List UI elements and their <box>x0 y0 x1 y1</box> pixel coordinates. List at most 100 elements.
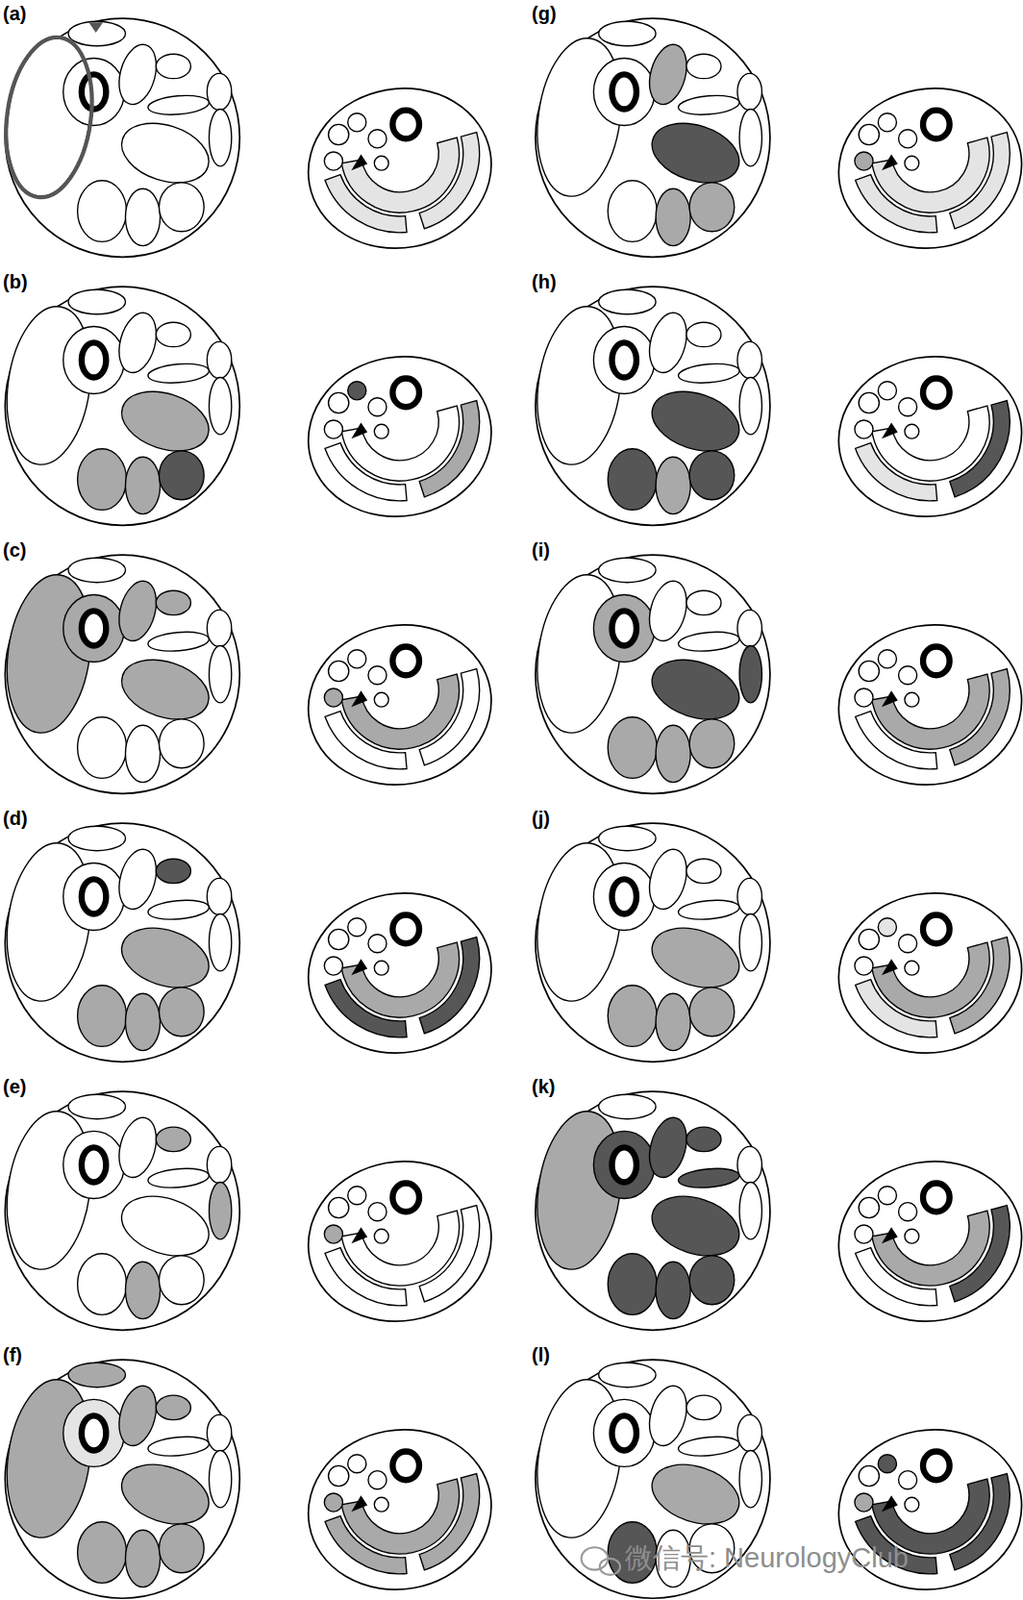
muscle-shape <box>324 1516 407 1574</box>
muscle-shape <box>949 669 1010 766</box>
muscle-shape <box>328 1465 350 1486</box>
muscle-shape <box>206 1414 231 1451</box>
muscle-shape <box>599 1558 621 1575</box>
tibia-bone <box>923 378 950 408</box>
tibia-bone <box>923 110 950 140</box>
muscle-shape <box>737 341 762 378</box>
panel-label: (e) <box>2 1076 26 1097</box>
tibia-bone <box>392 647 420 676</box>
muscle-shape <box>68 289 125 314</box>
skin-outline <box>825 610 1023 799</box>
calf-section <box>825 1147 1023 1336</box>
muscle-shape <box>855 1247 938 1306</box>
muscle-shape <box>155 53 191 78</box>
muscle-shape <box>328 1197 350 1218</box>
muscle-shape <box>147 1434 210 1459</box>
panel-label: (a) <box>2 3 26 24</box>
muscle-shape <box>904 155 920 171</box>
thigh-section <box>527 554 771 794</box>
muscle-shape <box>328 660 350 681</box>
muscle-shape <box>677 1166 741 1191</box>
femur-bone <box>611 878 636 914</box>
muscle-shape <box>877 113 897 132</box>
muscle-shape <box>898 1202 918 1222</box>
muscle-shape <box>368 666 387 685</box>
muscle-shape <box>324 711 407 770</box>
thigh-section <box>0 554 240 794</box>
fibula-bone <box>354 693 366 704</box>
muscle-shape <box>147 629 210 654</box>
calf-section <box>295 1415 504 1600</box>
muscle-shape <box>208 109 231 167</box>
muscle-shape <box>147 361 210 386</box>
muscle-shape <box>158 450 204 500</box>
femur-bone <box>611 1147 636 1182</box>
fibula-bone <box>354 424 366 436</box>
skin-outline <box>825 74 1023 263</box>
outline-mark <box>0 31 102 203</box>
muscle-shape <box>155 322 191 347</box>
muscle-shape <box>949 937 1010 1034</box>
muscle-shape <box>877 381 897 400</box>
skin-outline <box>825 878 1023 1068</box>
muscle-shape <box>158 719 204 769</box>
muscle-shape <box>898 1471 918 1490</box>
muscle-shape <box>737 609 762 647</box>
muscle-shape <box>593 594 655 662</box>
skin-outline <box>825 1415 1023 1600</box>
muscle-shape <box>77 717 127 779</box>
muscle-shape <box>898 398 918 417</box>
panel-label: (j) <box>531 808 550 828</box>
femur-bone <box>81 878 106 914</box>
muscle-shape <box>206 877 231 915</box>
panel-label: (g) <box>531 3 557 24</box>
muscle-shape <box>598 557 656 582</box>
muscle-shape <box>737 73 762 110</box>
muscle-shape <box>124 993 160 1050</box>
muscle-shape <box>677 629 741 654</box>
muscle-shape <box>368 934 387 953</box>
muscle-shape <box>68 21 125 46</box>
muscle-shape <box>677 93 741 118</box>
thigh-section <box>0 18 240 257</box>
tibia-bone <box>392 378 420 408</box>
muscle-shape <box>607 717 657 779</box>
muscle-shape <box>689 1255 735 1305</box>
fibula-bone <box>885 1497 897 1509</box>
muscle-shape <box>739 645 762 702</box>
muscle-shape <box>655 188 691 246</box>
thigh-section <box>527 18 771 257</box>
muscle-shape <box>324 443 407 501</box>
muscle-shape <box>855 711 938 770</box>
muscle-shape <box>77 1253 127 1316</box>
muscle-shape <box>158 182 204 232</box>
muscle-shape <box>593 325 655 394</box>
muscle-shape <box>858 1465 879 1486</box>
muscle-shape <box>124 188 160 246</box>
panel-label: (f) <box>2 1345 23 1365</box>
calf-section <box>295 878 504 1068</box>
muscle-shape <box>63 325 125 394</box>
panel-label: (b) <box>2 272 28 292</box>
tibia-bone <box>392 915 420 945</box>
muscle-shape <box>593 862 655 930</box>
watermark: 微信号: NeurologyClub <box>624 1544 909 1572</box>
muscle-shape <box>854 1493 874 1512</box>
muscle-shape <box>158 1523 204 1573</box>
muscle-shape <box>677 1434 741 1459</box>
femur-bone <box>81 1415 106 1450</box>
muscle-shape <box>598 289 656 314</box>
thigh-section <box>527 1091 771 1330</box>
muscle-shape <box>324 979 407 1038</box>
muscle-shape <box>686 590 722 615</box>
muscle-shape <box>904 1497 920 1512</box>
muscle-shape <box>114 112 217 193</box>
muscle-shape <box>155 1126 191 1151</box>
muscle-shape <box>854 688 874 707</box>
calf-section <box>825 74 1023 263</box>
muscle-shape <box>419 132 479 229</box>
femur-bone <box>611 610 636 646</box>
arrowhead-marker <box>88 22 103 33</box>
femur-bone <box>81 1147 106 1182</box>
fibula-bone <box>354 156 366 168</box>
